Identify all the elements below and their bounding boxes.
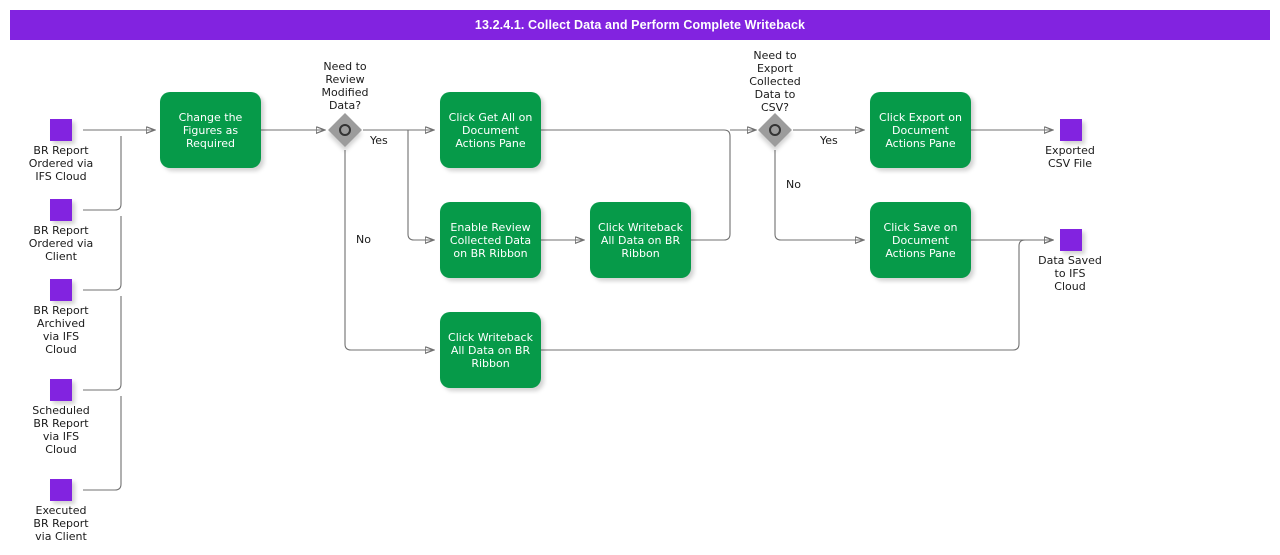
edge-gateway2-no-to-save: [774, 150, 864, 240]
start-event-label-br-report-archived-ifs-cloud: BR Report Archived via IFS Cloud: [33, 304, 89, 356]
start-event-br-report-ordered-client[interactable]: [50, 199, 72, 221]
task-click-writeback-all-data-on-br-ribbon-bottom[interactable]: Click Writeback All Data on BR Ribbon: [440, 312, 541, 388]
task-click-get-all-on-document-actions-pane[interactable]: Click Get All on Document Actions Pane: [440, 92, 541, 168]
edge-writeback-mid-to-merge: [691, 136, 731, 241]
start-event-br-report-archived-ifs-cloud[interactable]: [50, 279, 72, 301]
task-enable-review-collected-data-on-br-ribbon[interactable]: Enable Review Collected Data on BR Ribbo…: [440, 202, 541, 278]
start-event-br-report-ordered-ifs-cloud[interactable]: [50, 119, 72, 141]
task-click-writeback-all-data-on-br-ribbon-middle[interactable]: Click Writeback All Data on BR Ribbon: [590, 202, 691, 278]
end-event-data-saved-to-ifs-cloud[interactable]: [1060, 229, 1082, 251]
start-event-scheduled-br-report-ifs-cloud[interactable]: [50, 379, 72, 401]
gateway-circle-icon: [339, 124, 351, 136]
edge-get-all-to-merge: [541, 129, 731, 137]
end-event-label-data-saved-to-ifs-cloud: Data Saved to IFS Cloud: [1038, 254, 1102, 293]
start-event-label-scheduled-br-report-ifs-cloud: Scheduled BR Report via IFS Cloud: [32, 404, 90, 456]
edge-gateway1-yes-to-enable-review: [407, 130, 434, 240]
start-event-executed-br-report-client[interactable]: [50, 479, 72, 501]
gateway-circle-icon: [769, 124, 781, 136]
gateway-need-to-export-collected-data-to-csv[interactable]: [758, 113, 792, 147]
task-change-figures-as-required[interactable]: Change the Figures as Required: [160, 92, 261, 168]
task-click-export-on-document-actions-pane[interactable]: Click Export on Document Actions Pane: [870, 92, 971, 168]
task-click-save-on-document-actions-pane[interactable]: Click Save on Document Actions Pane: [870, 202, 971, 278]
gateway-label-need-to-export-collected-data-to-csv: Need to Export Collected Data to CSV?: [749, 49, 801, 114]
start-event-label-br-report-ordered-ifs-cloud: BR Report Ordered via IFS Cloud: [28, 144, 94, 183]
start-event-label-br-report-ordered-client: BR Report Ordered via Client: [28, 224, 94, 263]
gateway-need-to-review-modified-data[interactable]: [328, 113, 362, 147]
gateway-label-need-to-review-modified-data: Need to Review Modified Data?: [321, 60, 369, 112]
edge-label-gateway2-yes: Yes: [820, 134, 838, 147]
edge-label-gateway2-no: No: [786, 178, 801, 191]
edge-gateway1-no-to-writeback-bottom: [344, 150, 434, 350]
end-event-label-exported-csv-file: Exported CSV File: [1045, 144, 1095, 170]
start-event-label-executed-br-report-client: Executed BR Report via Client: [33, 504, 89, 543]
edge-label-gateway1-yes: Yes: [370, 134, 388, 147]
end-event-exported-csv-file[interactable]: [1060, 119, 1082, 141]
edge-label-gateway1-no: No: [356, 233, 371, 246]
page-title: 13.2.4.1. Collect Data and Perform Compl…: [10, 10, 1270, 40]
